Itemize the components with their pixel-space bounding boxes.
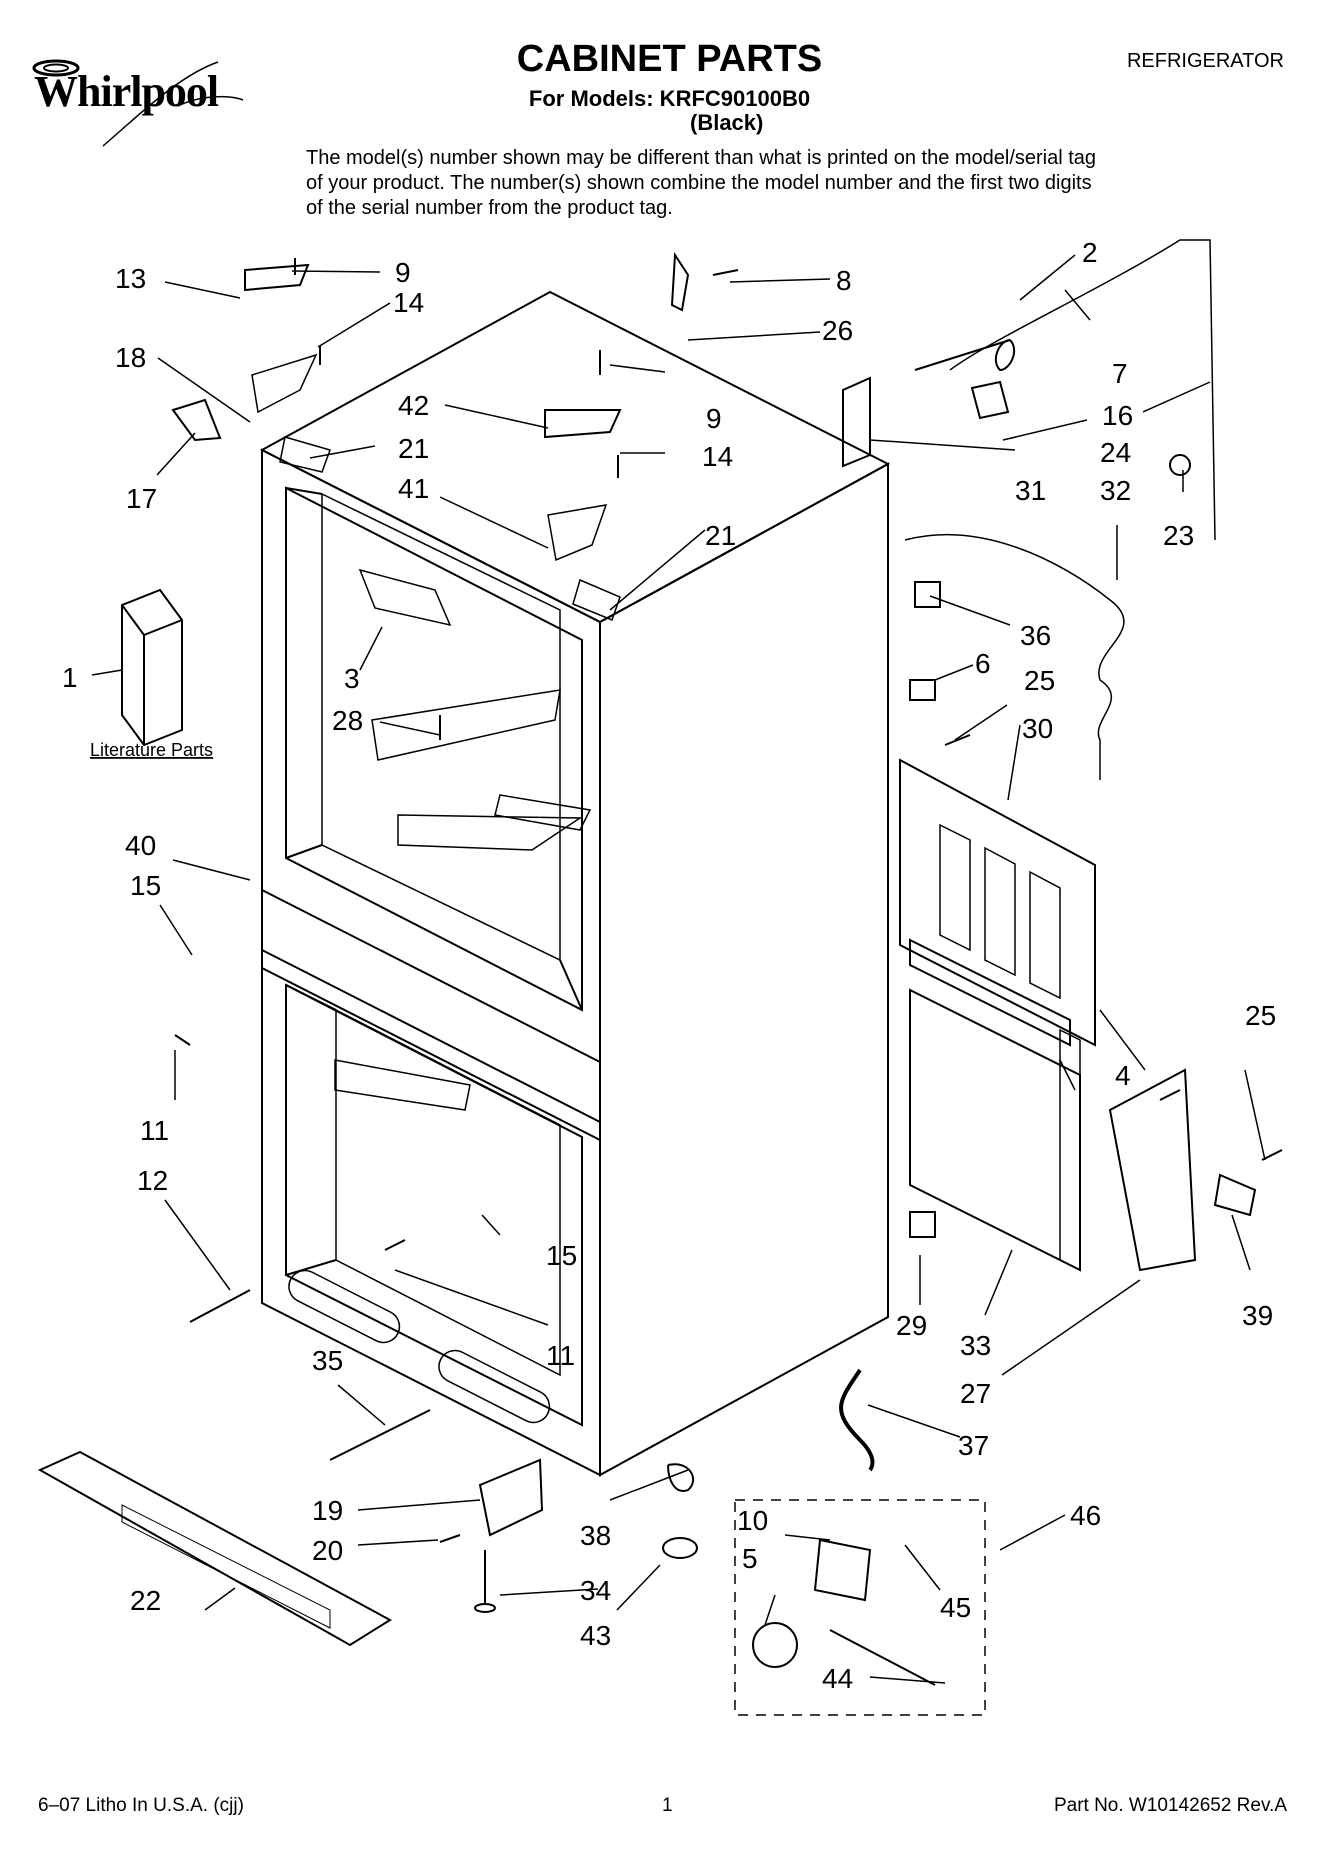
callout: 40 bbox=[125, 830, 156, 861]
callout: 44 bbox=[822, 1663, 853, 1694]
callout: 25 bbox=[1024, 665, 1055, 696]
callout: 9 bbox=[706, 403, 722, 434]
whirlpool-logo bbox=[32, 59, 244, 147]
callout: 24 bbox=[1100, 437, 1131, 468]
cabinet-side bbox=[599, 462, 889, 1477]
callout: 35 bbox=[312, 1345, 343, 1376]
footer-litho: 6–07 Litho In U.S.A. (cjj) bbox=[38, 1795, 244, 1816]
callout: 3 bbox=[344, 663, 360, 694]
callout: 31 bbox=[1015, 475, 1046, 506]
callout: 14 bbox=[393, 287, 424, 318]
callout: 26 bbox=[822, 315, 853, 346]
callout: 5 bbox=[742, 1543, 758, 1574]
callout: 18 bbox=[115, 342, 146, 373]
callout: 12 bbox=[137, 1165, 168, 1196]
callout: 33 bbox=[960, 1330, 991, 1361]
page-title: CABINET PARTS bbox=[516, 38, 823, 80]
callout: 39 bbox=[1242, 1300, 1273, 1331]
callout: 2 bbox=[1082, 237, 1098, 268]
callout: 28 bbox=[332, 705, 363, 736]
callout: 21 bbox=[705, 520, 736, 551]
literature-parts-icon bbox=[121, 588, 183, 747]
models-line: For Models: KRFC90100B0 bbox=[528, 86, 811, 111]
base-grille bbox=[37, 1450, 392, 1647]
cabinet-front bbox=[261, 448, 601, 1477]
callout: 15 bbox=[546, 1240, 577, 1271]
callout: 36 bbox=[1020, 620, 1051, 651]
callout: 27 bbox=[960, 1378, 991, 1409]
callout: 42 bbox=[398, 390, 429, 421]
model-notice: The model(s) number shown may be differe… bbox=[306, 147, 1097, 219]
power-cord bbox=[904, 533, 1125, 780]
callout: 4 bbox=[1115, 1060, 1131, 1091]
callout: 10 bbox=[737, 1505, 768, 1536]
callout: 19 bbox=[312, 1495, 343, 1526]
callout: 17 bbox=[126, 483, 157, 514]
callout: 45 bbox=[940, 1592, 971, 1623]
callout: 23 bbox=[1163, 520, 1194, 551]
literature-parts-label: Literature Parts bbox=[90, 740, 213, 760]
color-line: (Black) bbox=[690, 110, 764, 135]
footer-page-number: 1 bbox=[662, 1795, 673, 1816]
callout: 16 bbox=[1102, 400, 1133, 431]
callout: 6 bbox=[975, 648, 991, 679]
callout: 30 bbox=[1022, 713, 1053, 744]
callout: 11 bbox=[546, 1340, 575, 1371]
callout: 9 bbox=[395, 257, 411, 288]
callout: 38 bbox=[580, 1520, 611, 1551]
callout-labels: 9 13 14 18 17 21 42 9 14 41 21 8 26 2 7 … bbox=[62, 237, 1276, 1694]
callout: 1 bbox=[62, 662, 78, 693]
callout: 13 bbox=[115, 263, 146, 294]
callout: 11 bbox=[140, 1115, 169, 1146]
callout: 7 bbox=[1112, 358, 1128, 389]
callout: 32 bbox=[1100, 475, 1131, 506]
callout: 20 bbox=[312, 1535, 343, 1566]
fresh-food-opening bbox=[285, 486, 583, 1012]
category-label: REFRIGERATOR bbox=[1126, 50, 1284, 72]
callout: 41 bbox=[398, 473, 429, 504]
footer-part-number: Part No. W10142652 Rev.A bbox=[1053, 1795, 1287, 1816]
callout: 22 bbox=[130, 1585, 161, 1616]
callout: 37 bbox=[958, 1430, 989, 1461]
callout: 46 bbox=[1070, 1500, 1101, 1531]
drain-tube bbox=[839, 1368, 875, 1472]
water-line bbox=[949, 239, 1216, 541]
bracket-27 bbox=[1108, 1068, 1197, 1272]
callout: 15 bbox=[130, 870, 161, 901]
callout: 8 bbox=[836, 265, 852, 296]
cabinet-top bbox=[259, 290, 891, 624]
callout: 21 bbox=[398, 433, 429, 464]
rear-access-panel bbox=[899, 758, 1096, 1047]
callout: 25 bbox=[1245, 1000, 1276, 1031]
callout: 43 bbox=[580, 1620, 611, 1651]
cabinet-parts-diagram: 9 13 14 18 17 21 42 9 14 41 21 8 26 2 7 … bbox=[37, 237, 1283, 1716]
callout: 14 bbox=[702, 441, 733, 472]
callout: 29 bbox=[896, 1310, 927, 1341]
callout: 34 bbox=[580, 1575, 611, 1606]
brand-name: Whirlpool bbox=[34, 67, 219, 116]
